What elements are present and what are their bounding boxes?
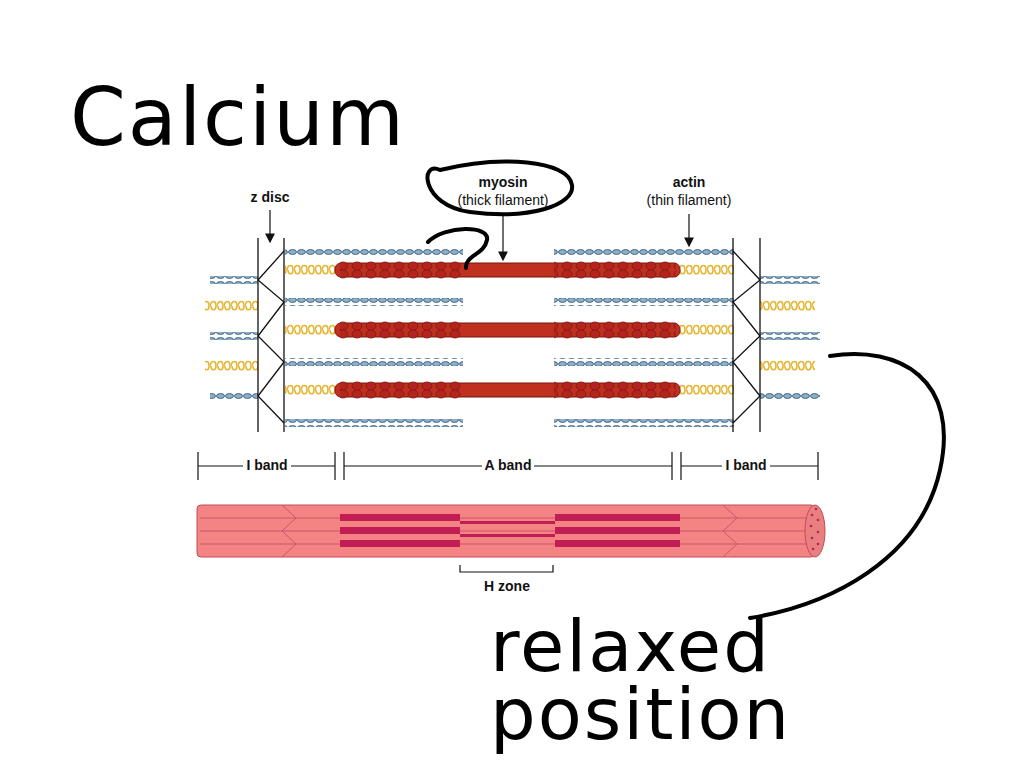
handwritten-note: Calcium (70, 80, 400, 156)
band-label: I band (722, 457, 769, 473)
part-label: actin (673, 174, 706, 190)
z-discs (258, 238, 760, 432)
muscle-fiber (197, 505, 825, 557)
actin-filaments (210, 247, 820, 427)
myosin-filaments (335, 255, 680, 405)
ink-annotations (428, 162, 944, 618)
band-brackets (198, 452, 818, 572)
part-sublabel: (thick filament) (457, 192, 548, 208)
part-sublabel: (thin filament) (647, 192, 732, 208)
part-label: myosin (478, 174, 527, 190)
part-label: z disc (251, 189, 290, 205)
band-label: A band (482, 457, 535, 473)
handwritten-note: relaxed position (490, 612, 910, 749)
band-label: I band (243, 457, 290, 473)
zone-label: H zone (484, 578, 530, 594)
titin-coils (205, 264, 815, 396)
